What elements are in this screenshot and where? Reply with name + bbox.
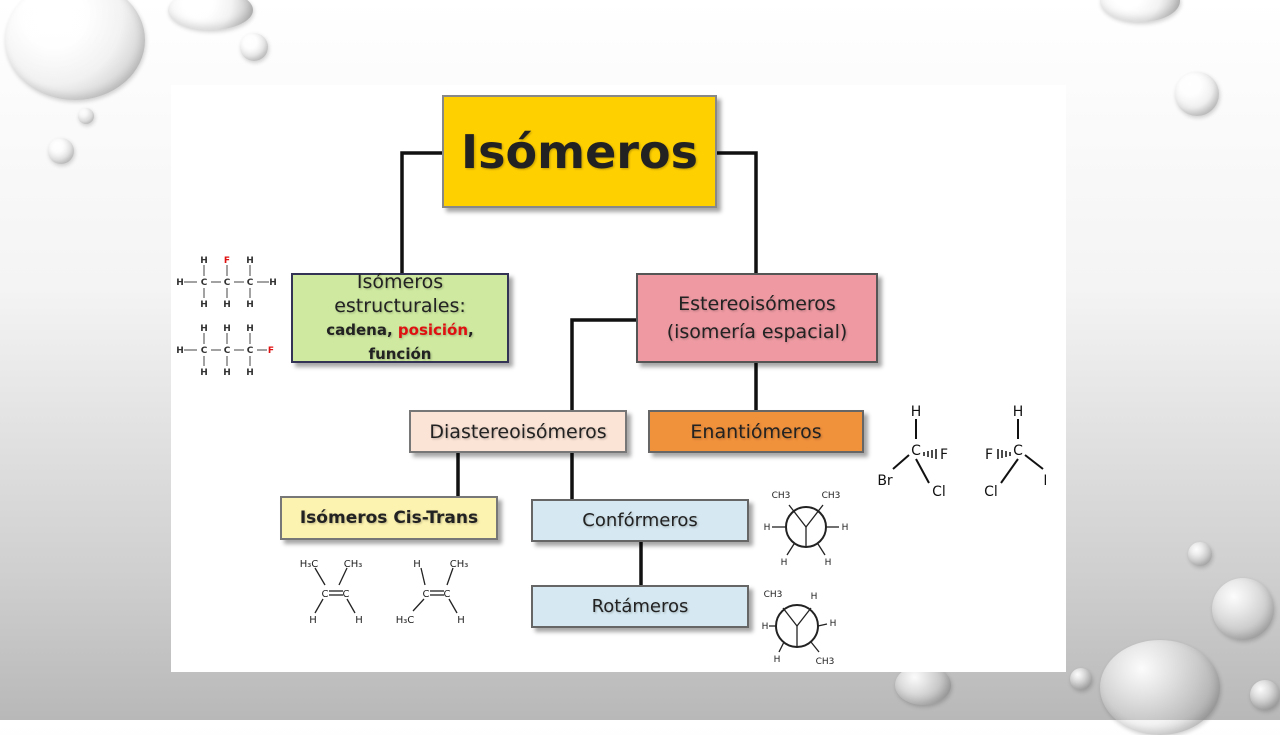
water-drop [1100,0,1180,22]
node-conformers: Confórmeros [531,499,749,542]
water-drop [1070,668,1092,690]
stereo-line1: Estereoisómeros [678,293,836,315]
conformers-label: Confórmeros [582,510,698,531]
svg-text:H: H [246,300,254,310]
svg-text:H: H [200,324,208,334]
svg-text:C: C [1013,443,1023,459]
structural-type-chain: cadena, [326,321,398,339]
svg-text:Cl: Cl [984,484,998,500]
svg-text:H: H [223,368,231,378]
water-drop [48,138,74,164]
water-drop [1250,680,1280,710]
svg-text:F: F [985,447,993,463]
cis-trans-structures: H₃C CH₃ C C H H H CH₃ C C H₃C H [300,559,469,626]
structural-type-position: posición [397,321,469,339]
rotamers-label: Rotámeros [591,596,689,617]
svg-text:H: H [223,300,231,310]
node-isomeros-label: Isómeros [461,124,698,179]
enantiomers-label: Enantiómeros [690,420,822,443]
svg-text:H: H [762,622,769,632]
svg-text:CH3: CH3 [822,491,841,501]
newman-projection-staggered: CH3 H H H H CH3 [762,590,837,667]
svg-text:Br: Br [1043,473,1046,489]
svg-text:C: C [423,589,430,600]
water-drop [1212,578,1274,640]
svg-text:Br: Br [877,473,893,489]
svg-text:H: H [457,615,465,626]
svg-text:CH₃: CH₃ [344,559,363,570]
node-enantiomers: Enantiómeros [648,410,864,453]
svg-text:H: H [911,404,922,420]
water-drop [5,0,145,100]
diagram-panel: Isómeros Isómeros estructurales: cadena,… [171,85,1066,672]
diastereo-label: Diastereoisómeros [429,420,607,443]
node-isomeros: Isómeros [442,95,717,208]
svg-text:H: H [842,523,849,533]
water-drop [240,33,268,61]
svg-text:CH3: CH3 [764,590,783,600]
svg-text:H: H [781,558,788,568]
water-drop [78,108,94,124]
node-cis-trans: Isómeros Cis-Trans [280,496,498,540]
stereo-line2: (isomería espacial) [666,321,848,343]
svg-text:H: H [176,278,184,288]
svg-text:H: H [825,558,832,568]
water-drop [1100,640,1220,735]
svg-text:C: C [444,589,451,600]
svg-text:H₃C: H₃C [300,559,319,570]
svg-text:C: C [201,346,208,356]
structural-line1: Isómeros [356,271,444,293]
node-rotamers: Rotámeros [531,585,749,628]
svg-text:F: F [268,346,274,356]
svg-text:F: F [940,447,948,463]
svg-text:C: C [911,443,921,459]
svg-text:H: H [246,368,254,378]
svg-text:C: C [247,346,254,356]
svg-text:H: H [764,523,771,533]
svg-text:H: H [309,615,317,626]
svg-text:H: H [811,592,818,602]
svg-text:CH₃: CH₃ [450,559,469,570]
svg-text:C: C [201,278,208,288]
structural-line2: estructurales: [334,295,466,317]
svg-text:H: H [413,559,421,570]
fluoropropane-structures: H C C C H H F H H H H H C C C F H H H H … [176,256,277,378]
svg-text:C: C [224,278,231,288]
structural-types: cadena, posición, función [293,318,507,366]
newman-projection-eclipsed: CH3 CH3 H H H H [764,491,849,568]
svg-text:H: H [1013,404,1024,420]
svg-text:H: H [774,655,781,665]
svg-text:H: H [200,256,208,266]
svg-text:H: H [355,615,363,626]
svg-text:H: H [200,300,208,310]
svg-text:Cl: Cl [932,484,946,500]
svg-text:H: H [246,256,254,266]
svg-text:C: C [224,346,231,356]
water-drop [168,0,253,30]
water-drop [1175,72,1219,116]
svg-text:C: C [343,589,350,600]
svg-text:C: C [247,278,254,288]
svg-text:H₃C: H₃C [396,615,415,626]
svg-text:F: F [224,256,230,266]
connector-lines [400,151,758,585]
svg-text:H: H [200,368,208,378]
svg-text:H: H [246,324,254,334]
svg-text:CH3: CH3 [816,657,835,667]
enantiomer-structures: H C Br F Cl H C F Br Cl [877,404,1046,500]
svg-text:H: H [223,324,231,334]
svg-text:CH3: CH3 [772,491,791,501]
node-stereoisomers: Estereoisómeros (isomería espacial) [636,273,878,363]
water-drop [1188,542,1212,566]
svg-text:H: H [176,346,184,356]
structural-type-function: , función [368,321,474,363]
svg-text:H: H [269,278,277,288]
svg-text:C: C [322,589,329,600]
cis-trans-label: Isómeros Cis-Trans [299,508,479,528]
node-diastereoisomers: Diastereoisómeros [409,410,627,453]
node-structural-isomers: Isómeros estructurales: cadena, posición… [291,271,509,366]
svg-text:H: H [830,619,837,629]
